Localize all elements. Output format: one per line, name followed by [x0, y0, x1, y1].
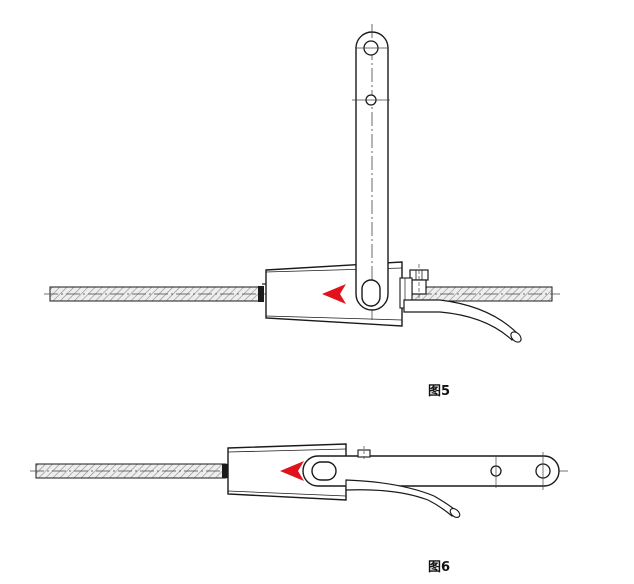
vertical-link-arm [355, 31, 389, 311]
direction-arrow-fig6 [280, 461, 304, 481]
horizontal-link-arm [302, 455, 560, 487]
curved-tail [403, 299, 519, 341]
arm-slot [361, 279, 381, 307]
figure-6-caption: 图6 [428, 560, 451, 575]
figure-6 [30, 443, 568, 518]
arm-slot-fig6 [311, 461, 337, 481]
curved-tail-fig6 [345, 479, 460, 517]
figure-5-caption: 图5 [428, 384, 451, 399]
figure-5 [44, 24, 560, 343]
direction-arrow [322, 284, 346, 304]
